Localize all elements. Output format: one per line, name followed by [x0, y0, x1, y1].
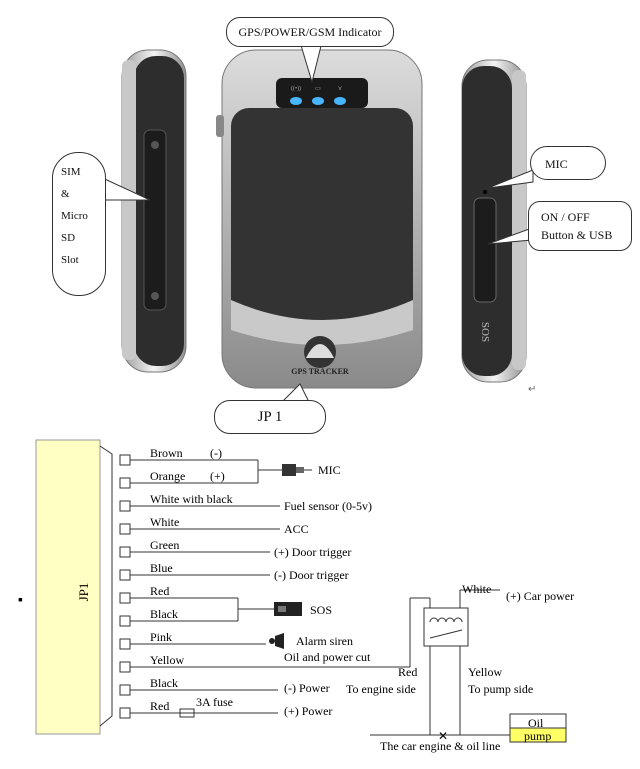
wire-polarity: (-)	[210, 446, 222, 460]
wire-label: White	[150, 515, 179, 529]
to-engine-label: To engine side	[346, 682, 416, 696]
device-illustration: ((•)) ▭ ⋎ GPS TRACKER SOS ↵	[93, 41, 536, 405]
sim-label-line: SD	[61, 232, 76, 244]
wire-label: Blue	[150, 561, 173, 575]
fuel-sensor-label: Fuel sensor (0-5v)	[284, 499, 372, 513]
sim-label-line: Slot	[61, 254, 79, 266]
to-pump-label: To pump side	[468, 682, 533, 696]
relay-red-label: Red	[398, 665, 417, 679]
svg-text:((•)): ((•))	[291, 85, 301, 92]
wire-label: Red	[150, 584, 169, 598]
brand-text: GPS TRACKER	[291, 367, 349, 376]
jp1-label: JP 1	[257, 409, 283, 425]
oil-pump-box	[509, 713, 567, 743]
pump-label: pump	[524, 729, 551, 743]
svg-text:⋎: ⋎	[338, 86, 343, 92]
front-view: ((•)) ▭ ⋎ GPS TRACKER	[216, 49, 423, 389]
jp1-callout: JP 1	[214, 400, 326, 434]
sos-target-label: SOS	[310, 603, 332, 617]
svg-text:▭: ▭	[315, 86, 321, 92]
wire-label: Green	[150, 538, 179, 552]
onoff-label-line: ON / OFF	[541, 210, 590, 224]
wire-label: Yellow	[150, 653, 184, 667]
engine-oil-line-caption: The car engine & oil line	[380, 739, 500, 753]
jp1-block-label: JP1	[76, 583, 91, 602]
mic-plug-icon	[282, 464, 312, 476]
sim-slot-callout: SIM & Micro SD Slot	[52, 152, 106, 296]
wire-label: Brown	[150, 446, 183, 460]
sim-label-line: &	[61, 188, 70, 200]
wire-label: Red	[150, 699, 169, 713]
relay-white-label: White	[462, 582, 491, 596]
fuse-icon	[179, 708, 195, 718]
wiring-diagram: JP1 ▪ Brown (-) Orange (+) White with bl…	[18, 439, 574, 753]
car-power-label: (+) Car power	[506, 589, 574, 603]
relay	[370, 589, 520, 736]
fuse-label: 3A fuse	[196, 695, 233, 709]
wire-label: Orange	[150, 469, 185, 483]
wire-label: Pink	[150, 630, 172, 644]
mic-callout: MIC	[530, 146, 606, 180]
onoff-label-line: Button & USB	[541, 228, 613, 242]
oil-power-cut-label: Oil and power cut	[284, 650, 371, 664]
wire-label: Black	[150, 607, 178, 621]
svg-text:▪: ▪	[18, 593, 23, 608]
door-neg-label: (-) Door trigger	[274, 568, 349, 582]
sos-text: SOS	[479, 322, 491, 342]
alarm-siren-label: Alarm siren	[296, 634, 353, 648]
sos-plug-icon	[274, 602, 302, 616]
jp1-connector-block	[35, 439, 101, 735]
door-pos-label: (+) Door trigger	[274, 545, 351, 559]
sim-label-line: SIM	[61, 166, 81, 178]
wire-labels: Brown (-) Orange (+) White with black Wh…	[150, 446, 233, 713]
right-side-view: SOS	[461, 59, 527, 383]
relay-yellow-label: Yellow	[468, 665, 502, 679]
wire-label: Black	[150, 676, 178, 690]
oil-label: Oil	[528, 716, 544, 730]
siren-icon	[269, 633, 284, 649]
indicator-label: GPS/POWER/GSM Indicator	[238, 25, 382, 39]
power-pos-label: (+) Power	[284, 704, 332, 718]
mic-target-label: MIC	[318, 463, 341, 477]
splice-mark: ✕	[438, 729, 448, 743]
mic-label: MIC	[545, 157, 568, 171]
wire-polarity: (+)	[210, 469, 225, 483]
indicator-callout: GPS/POWER/GSM Indicator	[226, 17, 394, 47]
wire-label: White with black	[150, 492, 233, 506]
power-neg-label: (-) Power	[284, 681, 330, 695]
onoff-callout: ON / OFF Button & USB	[528, 201, 632, 251]
svg-text:↵: ↵	[528, 384, 536, 395]
acc-label: ACC	[284, 522, 309, 536]
left-side-view	[121, 49, 187, 373]
sim-label-line: Micro	[61, 210, 88, 222]
wire-rows	[119, 454, 410, 719]
